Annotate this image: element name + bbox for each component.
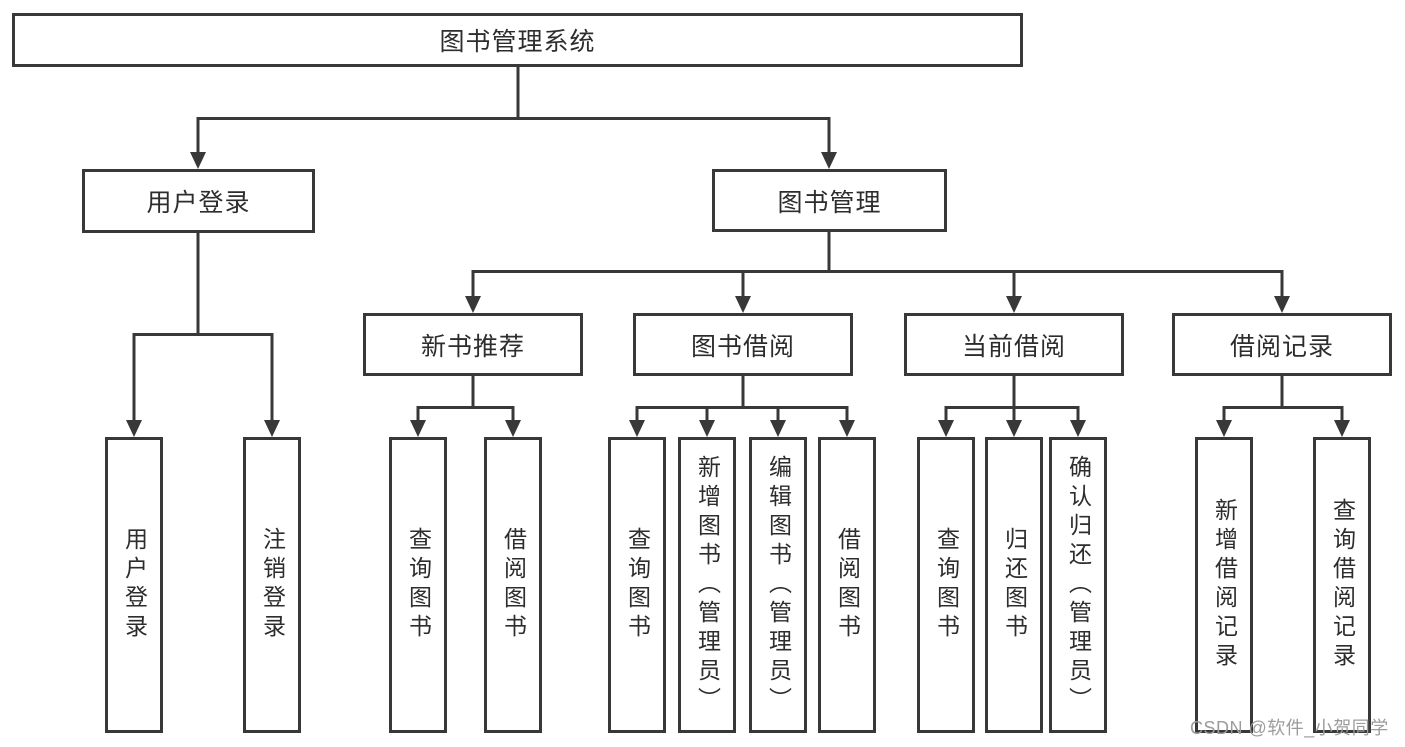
leaf-logout: 注销登录: [243, 437, 301, 733]
node-label: 归还图书: [1001, 527, 1028, 643]
connector-root-to-level2: [196, 67, 831, 153]
node-label: 新增借阅记录: [1211, 498, 1238, 672]
arrow-down-icon: [126, 420, 142, 437]
leaf-confirm-return-admin: 确认归还（管理员）: [1049, 437, 1107, 733]
arrow-down-icon: [410, 420, 426, 437]
leaf-user-login: 用户登录: [105, 437, 163, 733]
node-label: 注销登录: [259, 527, 286, 643]
arrow-down-icon: [505, 420, 521, 437]
leaf-search-books-borrowing: 查询图书: [608, 437, 666, 733]
leaf-add-borrow-record: 新增借阅记录: [1195, 437, 1253, 733]
connector-new-book-recommendation-branch: [416, 376, 515, 421]
node-current-borrowing: 当前借阅: [904, 313, 1124, 376]
node-label: 新增图书（管理员）: [694, 454, 721, 716]
arrow-down-icon: [735, 296, 751, 313]
leaf-return-books: 归还图书: [985, 437, 1043, 733]
node-label: 图书借阅: [690, 332, 795, 361]
arrow-down-icon: [1334, 420, 1350, 437]
arrow-down-icon: [465, 296, 481, 313]
arrow-down-icon: [264, 420, 280, 437]
node-label: 借阅图书: [834, 527, 861, 643]
leaf-search-books-current: 查询图书: [917, 437, 975, 733]
connector-user-login-branch: [132, 233, 274, 421]
leaf-add-book-admin: 新增图书（管理员）: [678, 437, 736, 733]
node-label: 查询借阅记录: [1329, 498, 1356, 672]
leaf-edit-book-admin: 编辑图书（管理员）: [749, 437, 807, 733]
connector-book-borrowing-branch: [635, 376, 849, 421]
node-label: 查询图书: [624, 527, 651, 643]
arrow-down-icons: [126, 152, 1350, 437]
arrow-down-icon: [190, 152, 206, 169]
node-label: 查询图书: [933, 527, 960, 643]
node-label: 查询图书: [405, 527, 432, 643]
leaf-borrow-books: 借阅图书: [818, 437, 876, 733]
arrow-down-icon: [629, 420, 645, 437]
arrow-down-icon: [1274, 296, 1290, 313]
node-label: 图书管理: [777, 188, 882, 217]
leaf-search-books-recommend: 查询图书: [389, 437, 447, 733]
leaf-search-borrow-record: 查询借阅记录: [1313, 437, 1371, 733]
node-borrowing-records: 借阅记录: [1172, 313, 1392, 376]
node-book-borrowing: 图书借阅: [633, 313, 853, 376]
leaf-borrow-books-recommend: 借阅图书: [484, 437, 542, 733]
arrow-down-icon: [1070, 420, 1086, 437]
arrow-down-icon: [1216, 420, 1232, 437]
node-library-management-system: 图书管理系统: [12, 13, 1023, 67]
connector-current-borrowing-branch: [944, 376, 1080, 421]
node-book-management: 图书管理: [712, 169, 947, 232]
watermark: CSDN @软件_小贺同学: [1190, 718, 1389, 738]
node-label: 图书管理系统: [439, 28, 596, 56]
node-label: 当前借阅: [961, 332, 1066, 361]
node-label: 借阅图书: [500, 527, 527, 643]
arrow-down-icon: [699, 420, 715, 437]
node-label: 用户登录: [146, 189, 251, 217]
node-label: 借阅记录: [1229, 332, 1334, 361]
arrow-down-icon: [1006, 420, 1022, 437]
node-new-book-recommendation: 新书推荐: [363, 313, 583, 376]
arrow-down-icon: [938, 420, 954, 437]
node-user-login: 用户登录: [82, 169, 315, 233]
node-label: 编辑图书（管理员）: [765, 454, 792, 716]
arrow-down-icon: [821, 152, 837, 169]
arrow-down-icon: [839, 420, 855, 437]
node-label: 新书推荐: [420, 332, 525, 361]
arrow-down-icon: [770, 420, 786, 437]
connector-book-management-branch: [471, 232, 1284, 298]
connector-borrowing-records-branch: [1222, 376, 1344, 421]
node-label: 用户登录: [121, 527, 148, 643]
node-label: 确认归还（管理员）: [1065, 454, 1092, 716]
arrow-down-icon: [1006, 296, 1022, 313]
